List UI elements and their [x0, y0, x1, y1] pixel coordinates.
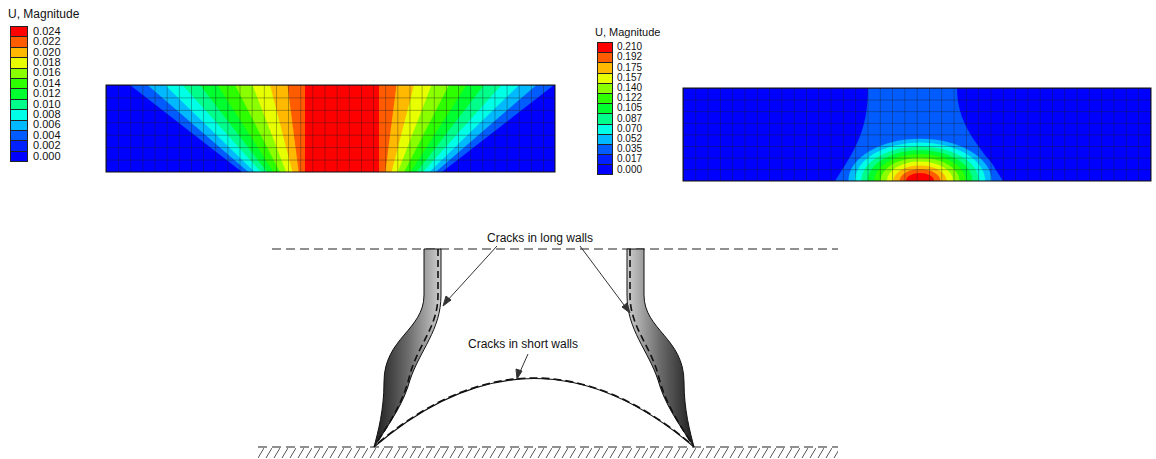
- legend-swatch: [10, 99, 28, 110]
- legend-swatch: [597, 93, 613, 104]
- legend-title: U, Magnitude: [595, 27, 660, 38]
- legend-swatch: [597, 83, 613, 94]
- contour-plot: [683, 88, 1151, 181]
- legend-swatch: [10, 57, 28, 68]
- legend-swatch: [597, 124, 613, 135]
- wall-schematic: [258, 246, 838, 459]
- legend-swatch: [597, 103, 613, 114]
- legend-value: 0.008: [33, 109, 61, 120]
- legend-value: 0.024: [33, 26, 61, 37]
- legend-value: 0.192: [617, 52, 642, 62]
- annotation: Cracks in long walls: [485, 232, 595, 244]
- legend-value: 0.010: [33, 99, 61, 110]
- legend-swatch: [597, 134, 613, 145]
- legend-swatch: [10, 36, 28, 47]
- legend-swatch: [597, 144, 613, 155]
- legend-swatch: [10, 78, 28, 89]
- legend-swatch: [597, 42, 613, 53]
- legend-value: 0.035: [617, 144, 642, 154]
- legend-value: 0.157: [617, 73, 642, 83]
- legend-value: 0.018: [33, 57, 61, 68]
- legend-value: 0.087: [617, 114, 642, 124]
- legend-swatch: [10, 140, 28, 151]
- legend-value: 0.052: [617, 134, 642, 144]
- legend-value: 0.000: [617, 165, 642, 175]
- legend-swatch: [597, 62, 613, 73]
- legend-swatch: [10, 88, 28, 99]
- legend-value: 0.017: [617, 154, 642, 164]
- legend-value: 0.140: [617, 83, 642, 93]
- legend-swatch: [10, 47, 28, 58]
- legend-swatch: [10, 109, 28, 120]
- legend-swatch: [597, 113, 613, 124]
- legend-value: 0.210: [617, 42, 642, 52]
- legend-value: 0.004: [33, 130, 61, 141]
- contour-plot: [106, 85, 555, 172]
- legend-swatch: [597, 73, 613, 84]
- legend-value: 0.012: [33, 88, 61, 99]
- legend-swatch: [597, 154, 613, 165]
- legend-swatch: [10, 151, 28, 162]
- legend-value: 0.014: [33, 78, 61, 89]
- legend-value: 0.002: [33, 140, 61, 151]
- legend-value: 0.000: [33, 151, 61, 162]
- legend-value: 0.020: [33, 47, 61, 58]
- legend-swatch: [10, 120, 28, 131]
- legend-swatch: [597, 164, 613, 175]
- legend-swatch: [10, 130, 28, 141]
- legend-value: 0.122: [617, 93, 642, 103]
- legend-title: U, Magnitude: [8, 8, 79, 20]
- legend-value: 0.006: [33, 119, 61, 130]
- legend-value: 0.105: [617, 103, 642, 113]
- legend-value: 0.022: [33, 36, 61, 47]
- legend-swatch: [10, 68, 28, 79]
- legend-value: 0.175: [617, 63, 642, 73]
- legend-value: 0.070: [617, 124, 642, 134]
- legend-swatch: [10, 26, 28, 37]
- legend-swatch: [597, 52, 613, 63]
- legend-value: 0.016: [33, 67, 61, 78]
- annotation: Cracks in short walls: [466, 338, 580, 350]
